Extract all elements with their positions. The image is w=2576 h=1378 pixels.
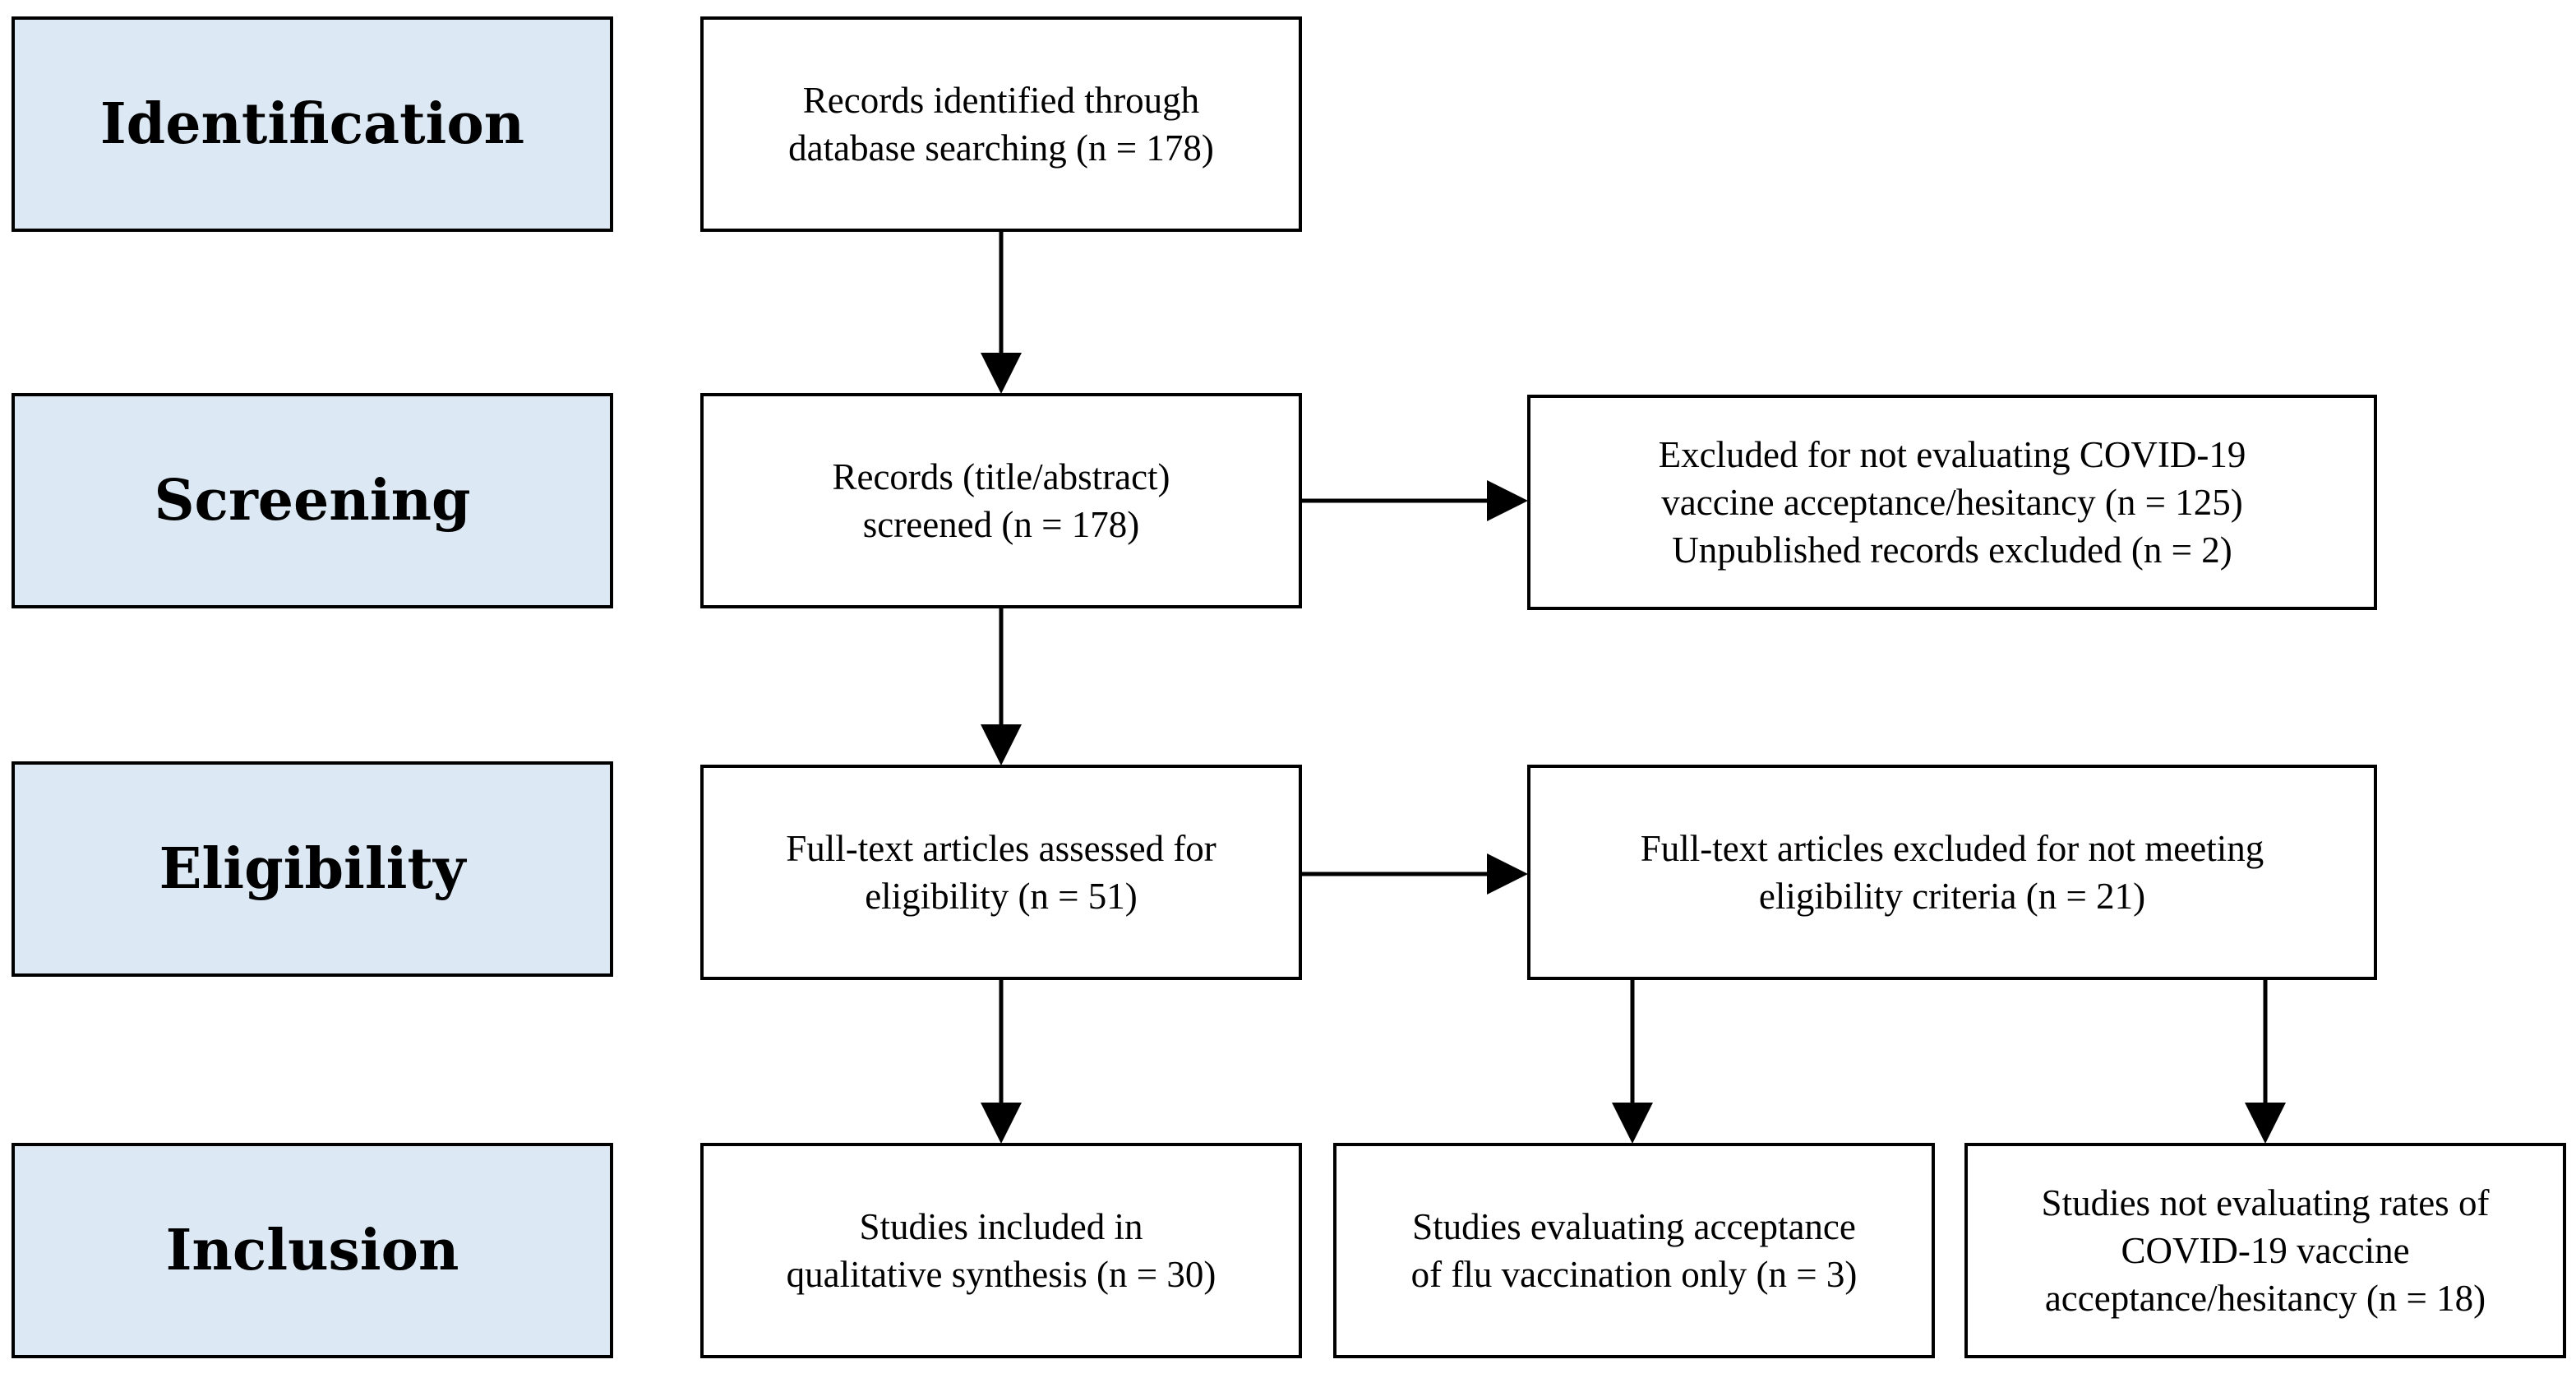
phase-identification-label: Identification	[99, 91, 525, 157]
box-text-line: screened (n = 178)	[862, 504, 1140, 545]
box-text-line: eligibility criteria (n = 21)	[1758, 876, 2146, 917]
box-text-line: Studies included in	[859, 1206, 1143, 1247]
fulltext-excluded-box: Full-text articles excluded for not meet…	[1527, 765, 2377, 980]
box-text-line: Excluded for not evaluating COVID-19	[1658, 434, 2246, 475]
box-text-line: Unpublished records excluded (n = 2)	[1672, 529, 2232, 571]
box-text-line: Records identified through	[802, 80, 1200, 121]
box-text-line: Studies not evaluating rates of	[2041, 1182, 2490, 1223]
flu-only-box: Studies evaluating acceptance of flu vac…	[1333, 1143, 1935, 1358]
phase-eligibility-label: Eligibility	[159, 836, 466, 902]
phase-eligibility: Eligibility	[12, 761, 613, 977]
records-screened-box: Records (title/abstract) screened (n = 1…	[700, 393, 1302, 608]
box-text-line: Studies evaluating acceptance	[1412, 1206, 1856, 1247]
box-text-line: of flu vaccination only (n = 3)	[1410, 1254, 1858, 1295]
phase-inclusion-label: Inclusion	[165, 1218, 459, 1283]
box-text-line: Full-text articles assessed for	[786, 828, 1216, 869]
box-text-line: database searching (n = 178)	[788, 127, 1214, 169]
box-text-line: qualitative synthesis (n = 30)	[786, 1254, 1216, 1295]
phase-identification: Identification	[12, 16, 613, 232]
fulltext-assessed-box: Full-text articles assessed for eligibil…	[700, 765, 1302, 980]
box-text-line: eligibility (n = 51)	[865, 876, 1138, 917]
excluded-screening-box: Excluded for not evaluating COVID-19 vac…	[1527, 395, 2377, 610]
box-text-line: acceptance/hesitancy (n = 18)	[2044, 1278, 2486, 1319]
box-text-line: Full-text articles excluded for not meet…	[1640, 828, 2264, 869]
phase-screening: Screening	[12, 393, 613, 608]
phase-screening-label: Screening	[154, 468, 471, 534]
studies-included-box: Studies included in qualitative synthesi…	[700, 1143, 1302, 1358]
box-text-line: Records (title/abstract)	[832, 456, 1170, 497]
phase-inclusion: Inclusion	[12, 1143, 613, 1358]
box-text-line: vaccine acceptance/hesitancy (n = 125)	[1661, 482, 2243, 523]
not-evaluating-rates-box: Studies not evaluating rates of COVID-19…	[1964, 1143, 2566, 1358]
records-identified-box: Records identified through database sear…	[700, 16, 1302, 232]
box-text-line: COVID-19 vaccine	[2121, 1230, 2410, 1271]
